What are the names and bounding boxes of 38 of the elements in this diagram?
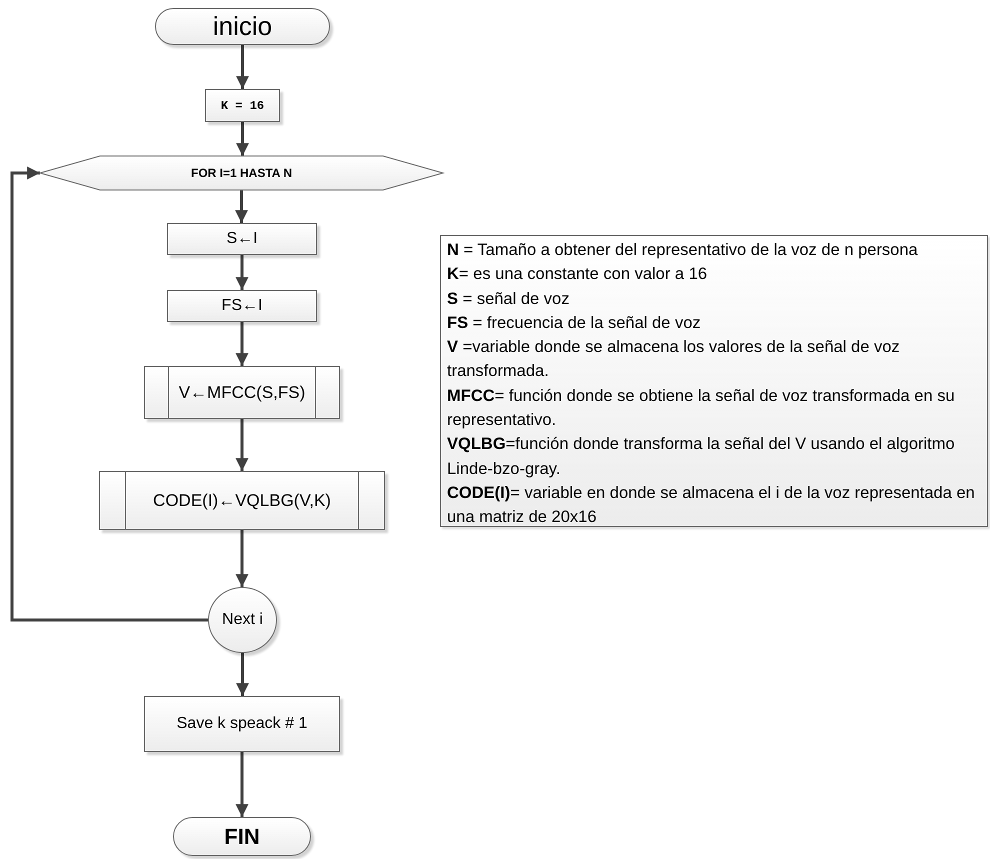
process-box — [167, 290, 317, 322]
arrow — [236, 45, 249, 89]
node-label: Save k speack # 1 — [176, 715, 308, 733]
definition-text: V =variable donde se almacena los valores de la señal de voz transformada. — [447, 337, 901, 382]
process-box — [144, 696, 340, 752]
arrow — [236, 530, 248, 587]
node-label: V←MFCC(S,FS) — [178, 382, 306, 402]
arrow — [236, 752, 248, 817]
arrow — [235, 190, 248, 223]
process-box — [205, 89, 280, 122]
definition-text: K= es una constante con valor a 16 — [447, 264, 708, 286]
node-label: K = 16 — [220, 98, 264, 112]
subprocess-box — [99, 471, 385, 530]
arrow — [236, 419, 248, 471]
node-label: Next i — [222, 611, 263, 629]
node-label: CODE(I)←VQLBG(V,K) — [153, 490, 331, 510]
definition-text: MFCC= función donde se obtiene la señal de voz transformada en su representativo. — [447, 386, 956, 432]
arrow — [236, 653, 249, 696]
node-label: FIN — [224, 824, 260, 850]
arrow — [10, 166, 208, 622]
arrow — [236, 255, 248, 290]
node-label: FS←I — [222, 297, 262, 315]
node-label: S←I — [226, 230, 258, 248]
end-terminal — [173, 817, 311, 856]
node-label: inicio — [212, 11, 272, 42]
definition-text: FS = frecuencia de la señal de voz — [447, 312, 702, 334]
definition-text: S = señal de voz — [447, 288, 570, 310]
arrow — [236, 122, 249, 156]
node-label: FOR I=1 HASTA N — [190, 166, 292, 180]
definition-text: CODE(I)= variable en donde se almacena el i de la voz representada en una matriz de 20x16 — [447, 482, 976, 528]
loop-hexagon — [40, 156, 443, 190]
start-terminal — [155, 8, 330, 45]
arrow — [236, 322, 248, 366]
subprocess-box — [144, 366, 340, 419]
definition-text: N = Tamaño a obtener del representativo de la voz de n persona — [447, 240, 919, 261]
definition-text: VQLBG=función donde transforma la señal del V usando el algoritmo Linde-bzo-gray. — [447, 434, 956, 480]
process-box — [167, 223, 317, 255]
note-box — [440, 235, 988, 527]
